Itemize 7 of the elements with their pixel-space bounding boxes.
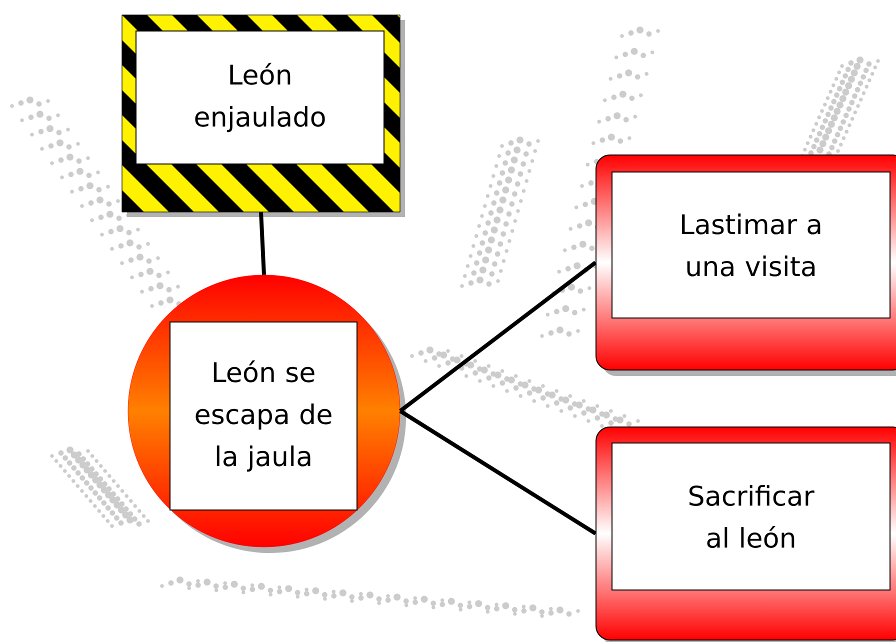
hazard-sign-box: León enjaulado	[122, 14, 405, 217]
connector-line	[399, 409, 597, 536]
connector-line	[259, 212, 266, 275]
circle-node: León se escapa de la jaula	[128, 274, 406, 553]
connector-line	[399, 260, 597, 413]
outcome-box: Lastimar a una visita	[596, 154, 896, 376]
outcome-box: Sacrificar al león	[596, 426, 896, 642]
